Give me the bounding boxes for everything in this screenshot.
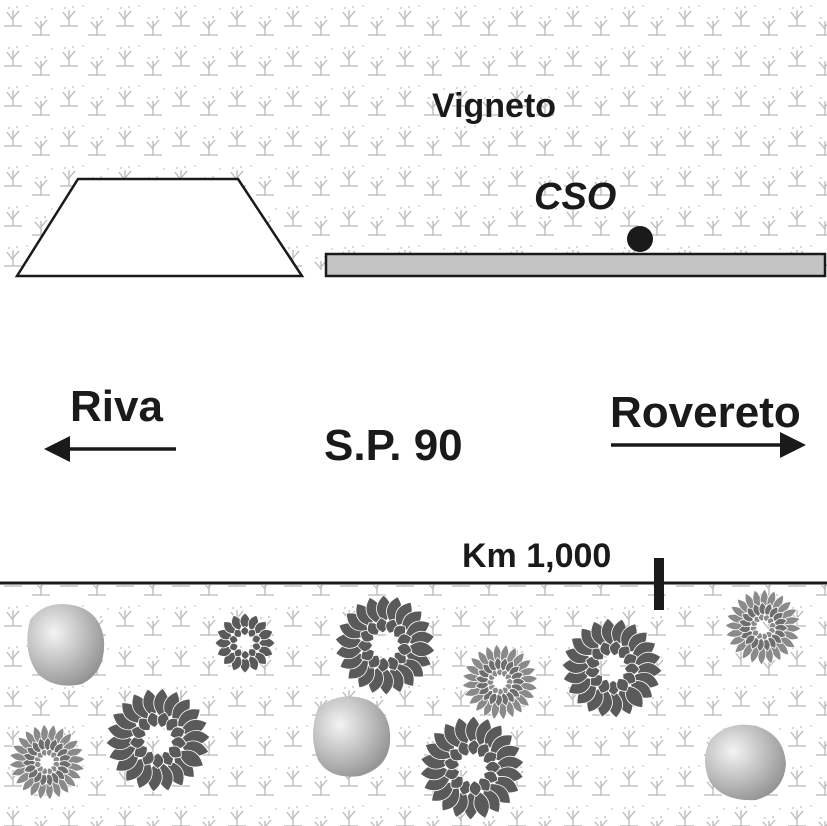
shrub-leaf	[488, 691, 498, 706]
shrub-leaf	[23, 764, 38, 773]
rock	[27, 604, 105, 686]
shrub-leaf	[744, 634, 756, 645]
shrub-leaf	[616, 678, 629, 692]
shrub-leaf	[251, 634, 262, 644]
shrub-leaf	[257, 629, 274, 641]
rocks	[27, 604, 786, 801]
shrub	[561, 617, 663, 719]
shrub	[461, 643, 539, 721]
rock	[705, 724, 786, 801]
shrub-leaf	[168, 745, 182, 759]
shrub-leaf	[491, 686, 499, 695]
shrub-leaf	[406, 641, 436, 657]
shrub	[105, 687, 211, 793]
shrub-leaf	[468, 780, 482, 797]
shrub-leaf	[396, 643, 413, 656]
road-label: S.P. 90	[324, 421, 463, 470]
platform-slab	[324, 252, 827, 278]
rock	[313, 696, 391, 777]
right-direction-label: Rovereto	[610, 388, 801, 437]
shrub-leaf	[228, 642, 239, 652]
shrub	[724, 588, 802, 666]
shrub	[8, 723, 86, 801]
vineyard-label: Vigneto	[432, 87, 556, 125]
shrub-leaf	[177, 749, 204, 768]
station-marker-dot	[627, 226, 653, 252]
shrub	[214, 612, 276, 674]
shrub-leaf	[624, 685, 644, 709]
right-arrow-icon	[611, 432, 806, 458]
left-arrow-icon	[44, 436, 176, 462]
shrubs	[8, 588, 802, 821]
station-label: CSO	[534, 176, 616, 218]
shrub	[334, 594, 436, 696]
shrub	[419, 715, 525, 821]
shrub-leaf	[751, 629, 759, 637]
shrub-leaf	[33, 761, 42, 769]
kilometer-post	[654, 558, 664, 610]
kilometer-label: Km 1,000	[462, 537, 611, 575]
left-direction-label: Riva	[70, 382, 163, 431]
shrub-leaf	[473, 790, 490, 819]
embankment-trapezoid	[14, 177, 305, 278]
